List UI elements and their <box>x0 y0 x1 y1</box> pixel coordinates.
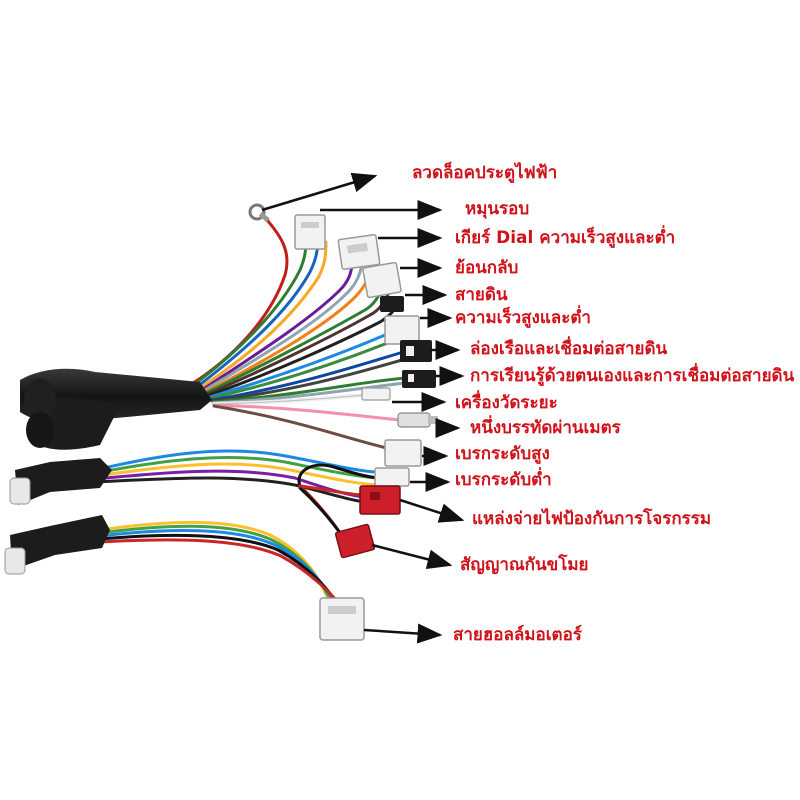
connector-speed <box>384 315 420 345</box>
label-brake-low: เบรกระดับต่ำ <box>455 470 552 490</box>
label-alarm: สัญญาณกันขโมย <box>460 555 589 575</box>
label-reverse: ย้อนกลับ <box>455 258 519 278</box>
arrow-hall <box>363 623 443 644</box>
label-hall-motor: สายฮอลล์มอเตอร์ <box>453 625 582 645</box>
connector-brake-high <box>384 439 422 467</box>
label-self-learn: การเรียนรู้ด้วยตนเองและการเชื่อมต่อสายดิ… <box>470 366 795 386</box>
label-cruise: ล่องเรือและเชื่อมต่อสายดิน <box>470 339 668 359</box>
connector-alarm <box>334 523 376 559</box>
connector-rotate <box>294 214 326 250</box>
arrow-door-lock <box>261 172 378 212</box>
arrow-alarm <box>371 543 453 570</box>
connector-one-wire-meter <box>397 412 438 428</box>
wire-bundle-hall <box>98 520 348 615</box>
connector-ground <box>380 296 404 312</box>
connector-brake-low <box>374 467 410 487</box>
connector-reverse <box>362 261 402 299</box>
wire-bundle-upper <box>188 212 407 452</box>
lower-plug <box>9 458 112 505</box>
main-connector-block <box>20 368 212 450</box>
label-one-wire-meter: หนึ่งบรรทัดผ่านเมตร <box>470 418 621 438</box>
label-door-lock: ลวดล็อคประตูไฟฟ้า <box>412 163 558 183</box>
connector-cruise <box>400 340 432 362</box>
label-anti-theft-power: แหล่งจ่ายไฟป้องกันการโจรกรรม <box>472 509 712 529</box>
connector-gear-dial <box>337 234 381 270</box>
label-gear-dial: เกียร์ Dial ความเร็วสูงและต่ำ <box>455 228 676 248</box>
label-brake-high: เบรกระดับสูง <box>455 444 550 464</box>
arrow-anti-theft <box>399 498 465 523</box>
ring-terminal <box>248 203 270 223</box>
arrows <box>261 172 465 644</box>
connector-meter <box>361 387 391 401</box>
connector-self-learn <box>402 370 436 388</box>
connector-anti-theft <box>359 485 401 515</box>
label-speed: ความเร็วสูงและต่ำ <box>455 308 591 328</box>
label-meter: เครื่องวัดระยะ <box>455 393 558 413</box>
label-ground: สายดิน <box>455 285 508 305</box>
hall-plug <box>4 515 110 575</box>
label-rotate: หมุนรอบ <box>465 199 530 219</box>
connector-hall <box>319 597 365 641</box>
